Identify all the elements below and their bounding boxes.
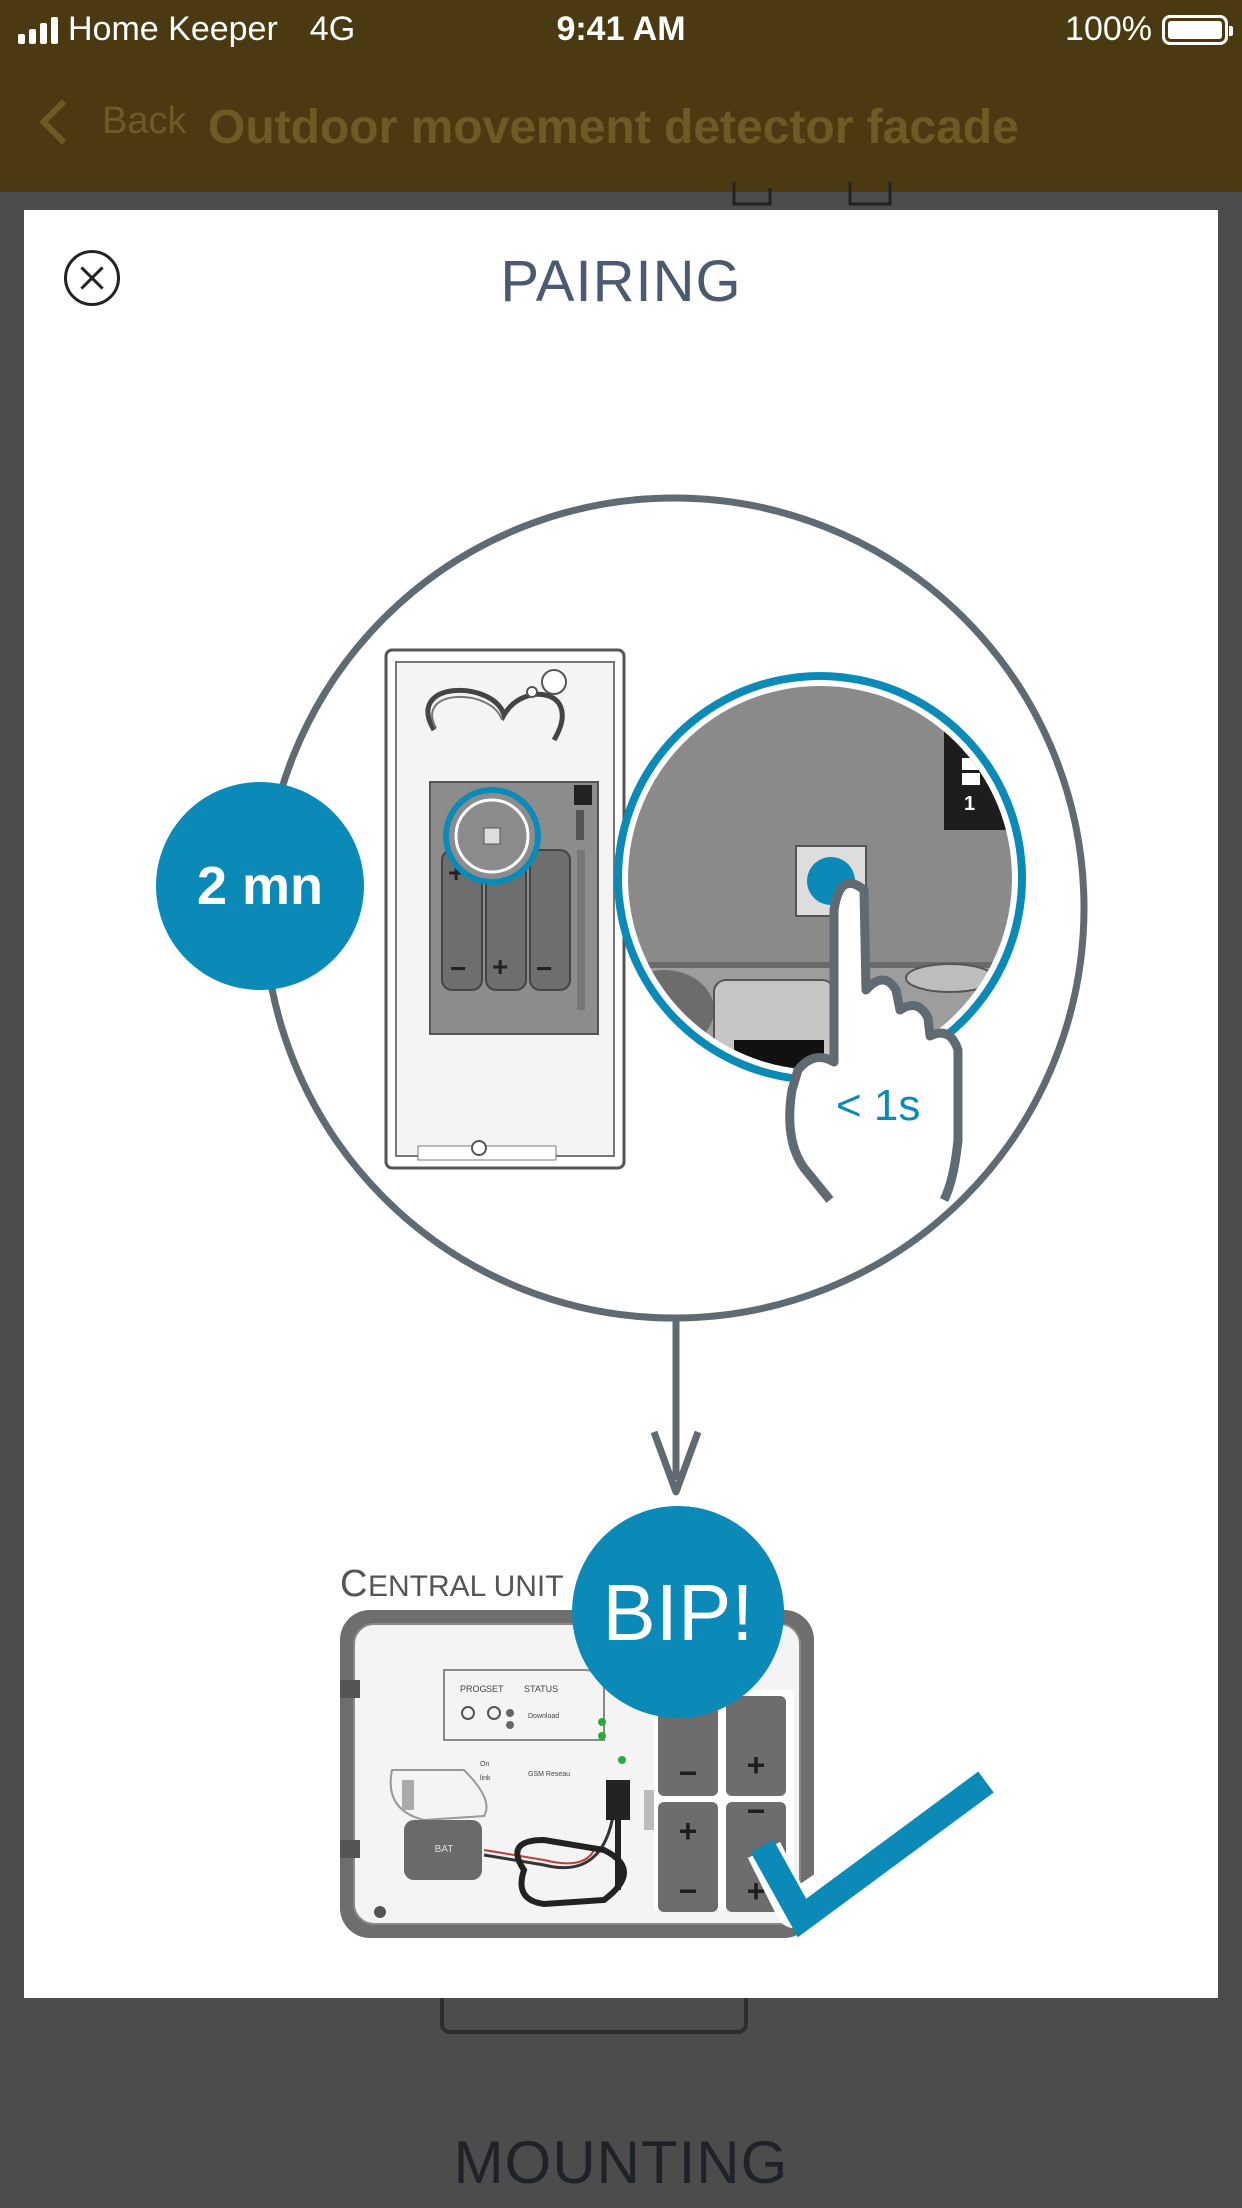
battery-minus-label-2: − [536, 953, 552, 984]
beep-badge-label: BIP! [602, 1568, 753, 1657]
set-label: SET [486, 1684, 504, 1694]
signal-strength-icon [18, 16, 58, 44]
cu-minus-1: − [679, 1755, 698, 1791]
cu-minus-2: − [747, 1793, 766, 1829]
battery-plus-label-2: + [492, 951, 508, 982]
status-right: 100% [1065, 10, 1233, 49]
navigation-bar: Back Outdoor movement detector facade [0, 62, 1242, 192]
section-title-mounting: MOUNTING [453, 2129, 789, 2196]
dip-switch-label: 1 [964, 793, 975, 815]
background-illustration-fragment-bottom [440, 1990, 748, 2034]
detector-device: + − + − [384, 648, 626, 1170]
status-left: Home Keeper 4G [18, 10, 355, 49]
back-label: Back [102, 100, 187, 142]
back-button[interactable]: Back [34, 98, 187, 145]
cu-plus-1: + [747, 1747, 766, 1783]
on-label: On [480, 1761, 489, 1768]
download-label: Download [528, 1713, 559, 1720]
gsm-label: GSM Reseau [528, 1771, 570, 1778]
carrier-name: Home Keeper [68, 10, 278, 48]
modal-title: PAIRING [500, 249, 742, 314]
status-label: STATUS [524, 1684, 558, 1694]
central-unit-label: ENTRAL UNIT [368, 1570, 564, 1603]
battery-minus-label: − [450, 953, 466, 984]
network-type: 4G [309, 10, 356, 48]
prog-label: PROG [460, 1684, 487, 1694]
cu-plus-2: + [679, 1813, 698, 1849]
central-unit-label-initial: C [340, 1563, 367, 1605]
link-label: link [480, 1775, 491, 1782]
background-illustration-fragment [732, 182, 892, 206]
bat-label: BAT [435, 1844, 454, 1855]
pointing-hand-icon: < 1s [785, 878, 963, 1203]
page-title: Outdoor movement detector facade [208, 101, 1019, 154]
pairing-illustration: + − + − 1 [156, 494, 1088, 1938]
battery-icon [1162, 14, 1233, 45]
status-bar: Home Keeper 4G 9:41 AM 100% [0, 0, 1242, 62]
beep-badge [572, 1506, 784, 1718]
duration-badge-label: 2 mn [197, 856, 323, 916]
pairing-modal: + − + − 1 [24, 210, 1218, 1998]
clock: 9:41 AM [556, 10, 686, 48]
cu-minus-3: − [679, 1873, 698, 1909]
chevron-left-icon [39, 98, 85, 145]
battery-percent: 100% [1065, 10, 1152, 48]
duration-badge [156, 782, 364, 990]
press-duration-label: < 1s [836, 1081, 920, 1130]
close-button[interactable] [64, 250, 120, 306]
